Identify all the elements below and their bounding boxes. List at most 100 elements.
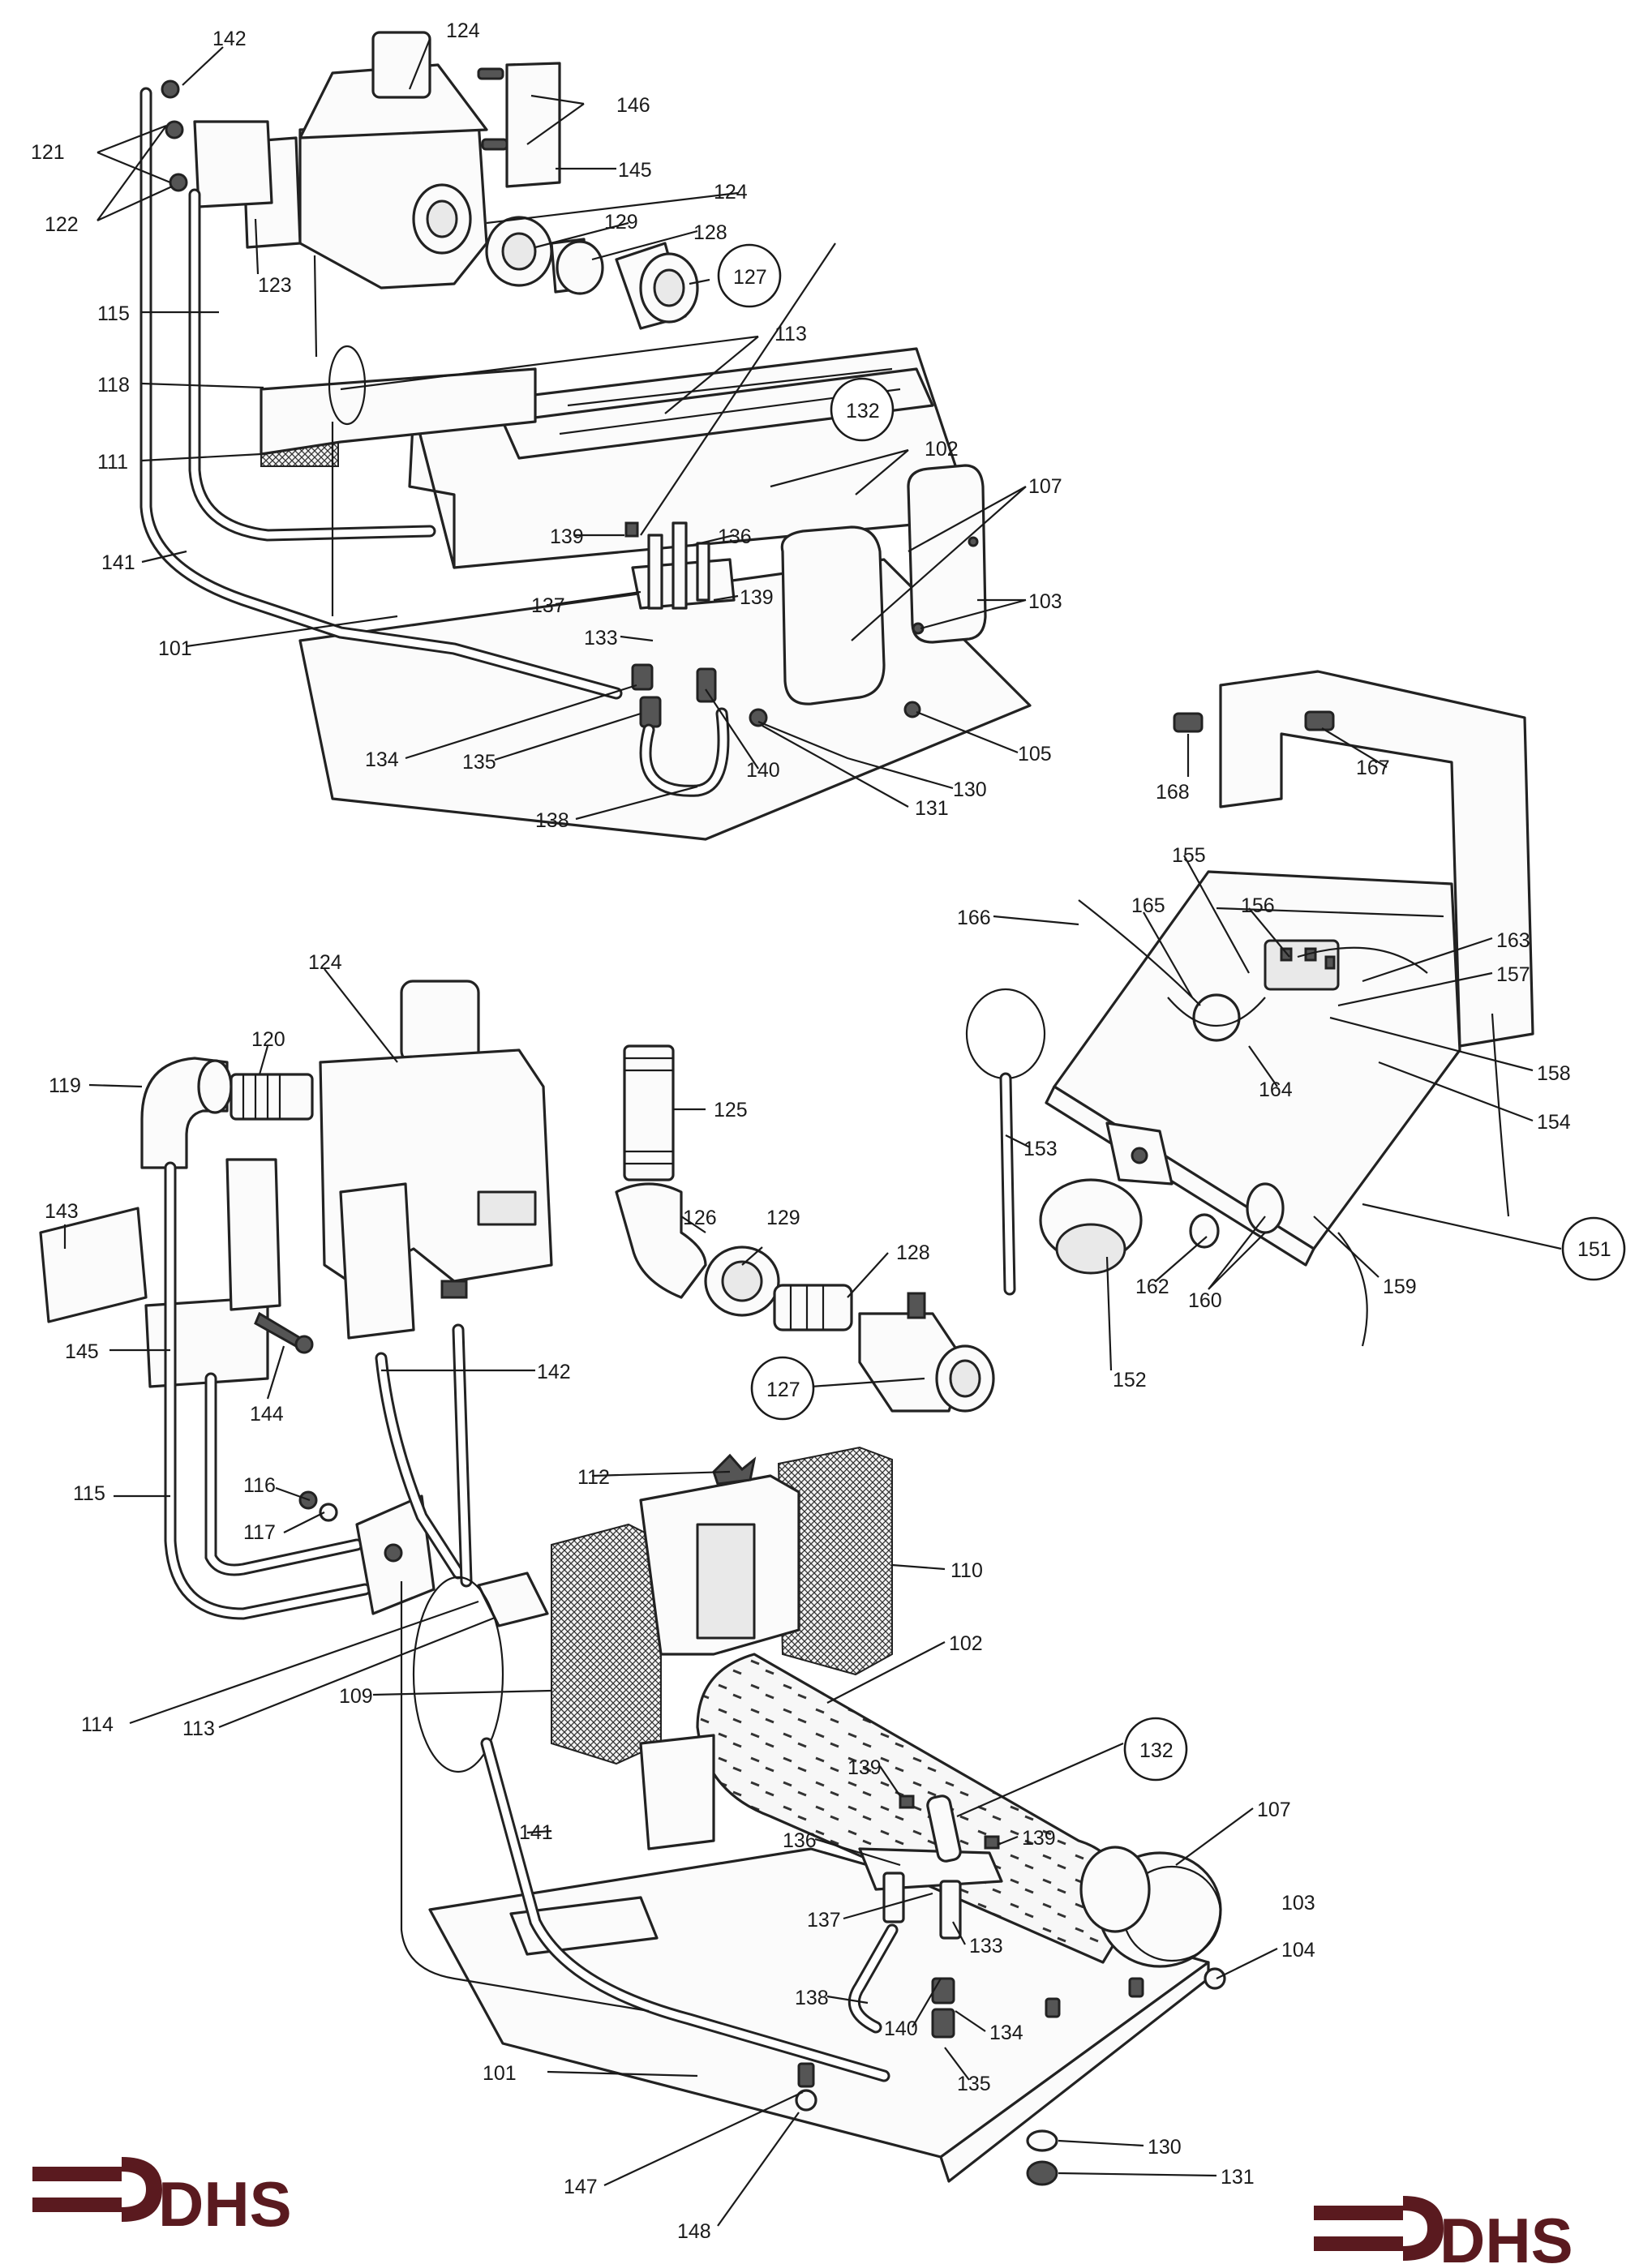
logo-text: DHS [158,2168,292,2240]
part-label: 145 [618,159,652,182]
part-label: 126 [683,1207,717,1229]
part-label: 102 [949,1632,983,1655]
part-label: 138 [795,1987,829,2009]
part-label: 128 [896,1241,930,1264]
part-label: 112 [577,1466,610,1489]
part-label: 139 [550,525,584,548]
valve-regulator-124-lower [400,980,480,1064]
part-label: 155 [1172,844,1206,867]
part-label: 138 [535,809,569,832]
part-label: 148 [677,2220,711,2243]
part-label: 146 [616,94,650,117]
part-label: 131 [915,797,949,820]
washer-117 [319,1503,338,1522]
part-label: 135 [462,751,496,774]
part-label: 117 [243,1521,276,1544]
part-label: 110 [950,1559,983,1582]
part-label: 124 [714,181,748,204]
gauze-110 [777,1446,893,1676]
part-label: 134 [989,2022,1023,2044]
part-label: 109 [339,1685,373,1708]
part-label: 157 [1496,963,1530,986]
part-label: 130 [953,778,987,801]
part-label: 118 [97,374,130,397]
pilot-bracket-lower [858,1847,1003,1891]
part-label: 153 [1023,1138,1058,1160]
callout-label: 127 [733,266,767,289]
part-label: 135 [957,2073,991,2095]
part-label: 136 [718,525,752,548]
part-label: 104 [1281,1939,1315,1962]
part-label: 131 [1221,2166,1255,2189]
part-label: 158 [1537,1062,1571,1085]
washer-148 [795,2089,817,2112]
part-label: 103 [1028,590,1062,613]
wing-nut-112 [712,1453,757,1486]
nut-104 [1204,1967,1226,1990]
part-label: 102 [925,438,959,461]
part-label: 147 [564,2176,598,2198]
part-label: 133 [584,627,618,650]
control-box-cover [1219,670,1534,1048]
part-label: 137 [531,594,565,617]
part-label: 103 [1281,1892,1315,1915]
elbow-126 [615,1182,707,1299]
part-label: 141 [519,1821,553,1844]
fitting-128-lower [773,1284,853,1331]
part-label: 139 [847,1756,882,1779]
upper-assembly-drawing [139,31,1032,841]
part-label: 125 [714,1099,748,1121]
callout-label: 132 [1139,1739,1174,1762]
lower-assembly-drawing [39,980,1226,2186]
nipple-125 [623,1044,675,1181]
part-label: 142 [537,1361,571,1383]
part-label: 107 [1028,475,1062,498]
callout-label: 151 [1577,1238,1611,1261]
part-label: 162 [1135,1276,1169,1298]
screw-147 [797,2062,815,2088]
logo-left: DHS [32,2157,292,2240]
part-label: 136 [783,1829,817,1852]
part-label: 111 [97,451,128,474]
bracket-145-upper [505,62,561,188]
end-plate-103b [907,464,987,644]
part-label: 101 [158,637,192,660]
leader-lines [63,38,1562,2227]
nipple-120 [230,1073,314,1121]
part-label: 123 [258,274,292,297]
right-control-box-drawing [965,670,1534,1347]
thermocouple-loop-153 [965,988,1046,1080]
part-label: 152 [1113,1369,1147,1391]
part-label: 142 [212,28,247,50]
part-label: 121 [31,141,65,164]
part-label: 168 [1156,781,1190,804]
part-label: 129 [766,1207,800,1229]
part-label: 113 [182,1717,215,1740]
part-label: 154 [1537,1111,1571,1134]
callout-label: 127 [766,1379,800,1401]
part-label: 144 [250,1403,284,1426]
part-label: 124 [308,951,342,974]
part-label: 141 [101,551,135,574]
part-label: 101 [483,2062,517,2085]
part-label: 133 [969,1935,1003,1957]
callout-label: 132 [846,400,880,422]
part-label: 159 [1383,1276,1417,1298]
part-label: 113 [775,323,807,345]
part-label: 128 [693,221,727,244]
part-label: 124 [446,19,480,42]
gauze-109 [551,1523,662,1765]
circled-callouts [717,243,1626,1782]
part-label: 129 [604,211,638,234]
part-label: 114 [81,1713,114,1736]
part-label: 134 [365,748,399,771]
logo-right: DHS [1314,2196,1573,2264]
logo-mark-icon [1314,2206,1403,2251]
part-label: 105 [1018,743,1052,765]
part-label: 140 [746,759,780,782]
part-label: 160 [1188,1289,1222,1312]
bracket-143 [39,1207,148,1323]
part-label: 139 [740,586,774,609]
part-label: 120 [251,1028,285,1051]
